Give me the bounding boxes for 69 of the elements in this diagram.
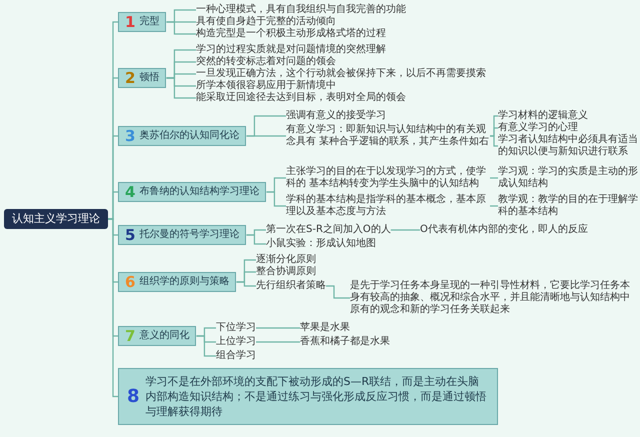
connector-line bbox=[326, 285, 350, 299]
leaf-text: 下位学习 bbox=[216, 322, 256, 334]
summary-text: 学习不是在外部环境的支配下被动形成的S—R联结，而是主动在头脑内部构造知识结构；不是通过练习与强化形成反应习惯，而是通过顿悟与理解获得期待 bbox=[146, 374, 488, 419]
connector-line bbox=[246, 135, 286, 137]
connector-line bbox=[246, 234, 266, 245]
leaf-text: 逐渐分化原则 bbox=[256, 254, 316, 266]
connector-line bbox=[196, 335, 216, 357]
leaf-text: 一旦发现正确方法，这个行动就会被保持下来，以后不再需要摸索 bbox=[196, 68, 486, 80]
leaf-text: O代表有机体内部的变化，即人的反应 bbox=[420, 224, 588, 236]
leaf-text: 整合协调原则 bbox=[256, 266, 316, 278]
connector-line bbox=[390, 229, 420, 231]
connector-line bbox=[166, 77, 196, 99]
branch-topic-box bbox=[118, 68, 166, 88]
root-topic-box: 认知主义学习理论 bbox=[4, 209, 108, 229]
branch-topic-box bbox=[118, 126, 246, 146]
leaf-text: 有意义学习的心理 bbox=[498, 122, 578, 134]
leaf-text: 先行组织者策略 bbox=[256, 280, 326, 292]
topic-number: 1 bbox=[125, 15, 136, 29]
leaf-text: 所学本领很容易应用于新情境中 bbox=[196, 80, 336, 92]
topic-number: 2 bbox=[125, 71, 136, 85]
connector-line bbox=[108, 218, 118, 398]
leaf-text: 组合学习 bbox=[216, 350, 256, 362]
leaf-text: 强调有意义的接受学习 bbox=[286, 110, 386, 122]
topic-label: 组织学的原则与策略 bbox=[139, 275, 230, 289]
leaf-text: 构造完型是一个积极主动形成格式塔的过程 bbox=[196, 28, 386, 40]
topic-label: 托尔曼的符号学习理论 bbox=[139, 228, 240, 242]
topic-label: 完型 bbox=[139, 15, 160, 29]
leaf-text: 突然的转变标志着对问题的领会 bbox=[196, 56, 336, 68]
leaf-text: 教学观：教学的目的在于理解学科的基本结构 bbox=[498, 194, 639, 218]
leaf-text: 小鼠实验：形成认知地图 bbox=[266, 238, 376, 250]
leaf-text: 苹果是水果 bbox=[300, 322, 350, 334]
branch-topic-box bbox=[118, 12, 166, 32]
branch-topic-box bbox=[118, 272, 236, 292]
topic-number: 3 bbox=[125, 129, 136, 143]
topic-label: 顿悟 bbox=[139, 71, 160, 85]
leaf-text: 学习的过程实质就是对问题情境的突然理解 bbox=[196, 44, 386, 56]
connector-line bbox=[266, 191, 286, 207]
leaf-text: 学习者认知结构中必须具有适当的知识以便与新知识进行联系 bbox=[498, 134, 639, 158]
topic-label: 布鲁纳的认知结构学习理论 bbox=[139, 185, 260, 199]
topic-number: 8 bbox=[127, 389, 140, 404]
connector-line bbox=[490, 177, 498, 179]
branch-topic-box bbox=[118, 225, 246, 245]
topic-number: 4 bbox=[125, 185, 136, 199]
topic-number: 5 bbox=[125, 228, 136, 242]
branch-topic-box bbox=[118, 326, 196, 346]
leaf-text: 学科的基本结构是指学科的基本概念，基本原理以及基本态度与方法 bbox=[286, 194, 490, 218]
topic-label: 奥苏伯尔的认知同化论 bbox=[139, 129, 240, 143]
leaf-text: 上位学习 bbox=[216, 336, 256, 348]
topic-number: 7 bbox=[125, 329, 136, 343]
leaf-text: 具有使自身趋于完整的活动倾向 bbox=[196, 16, 336, 28]
leaf-text: 学习观：学习的实质是主动的形成认知结构 bbox=[498, 166, 639, 190]
leaf-text: 是先于学习任务本身呈现的一种引导性材料，它要比学习任务本身有较高的抽象、概况和综合水平，并且能清晰地与认知结构中原有的观念和新的学习任务关联起来 bbox=[350, 280, 636, 316]
branch-topic-box bbox=[118, 182, 266, 202]
leaf-text: 第一次在S-R之间加入O的人 bbox=[266, 224, 391, 236]
connector-line bbox=[236, 281, 256, 287]
leaf-text: 有意义学习：即新知识与认知结构中的有关观念具有 某种合乎逻辑的联系，其产生条件如右 bbox=[286, 124, 490, 148]
topic-label: 意义的同化 bbox=[139, 329, 190, 343]
leaf-text: 能采取迂回途径去达到目标，表明对全局的领会 bbox=[196, 92, 406, 104]
leaf-text: 香蕉和橘子都是水果 bbox=[300, 336, 390, 348]
leaf-text: 主张学习的目的在于以发现学习的方式，使学科的 基本结构转变为学生头脑中的认知结构 bbox=[286, 166, 490, 190]
connector-line bbox=[490, 205, 498, 207]
leaf-text: 一种心理模式，具有自我组织与自我完善的功能 bbox=[196, 4, 406, 16]
connector-line bbox=[490, 135, 498, 147]
leaf-text: 学习材料的逻辑意义 bbox=[498, 110, 588, 122]
connector-line bbox=[256, 327, 300, 329]
summary-box bbox=[118, 368, 498, 425]
connector-line bbox=[166, 21, 196, 35]
topic-number: 6 bbox=[125, 275, 136, 289]
connector-line bbox=[256, 341, 300, 343]
